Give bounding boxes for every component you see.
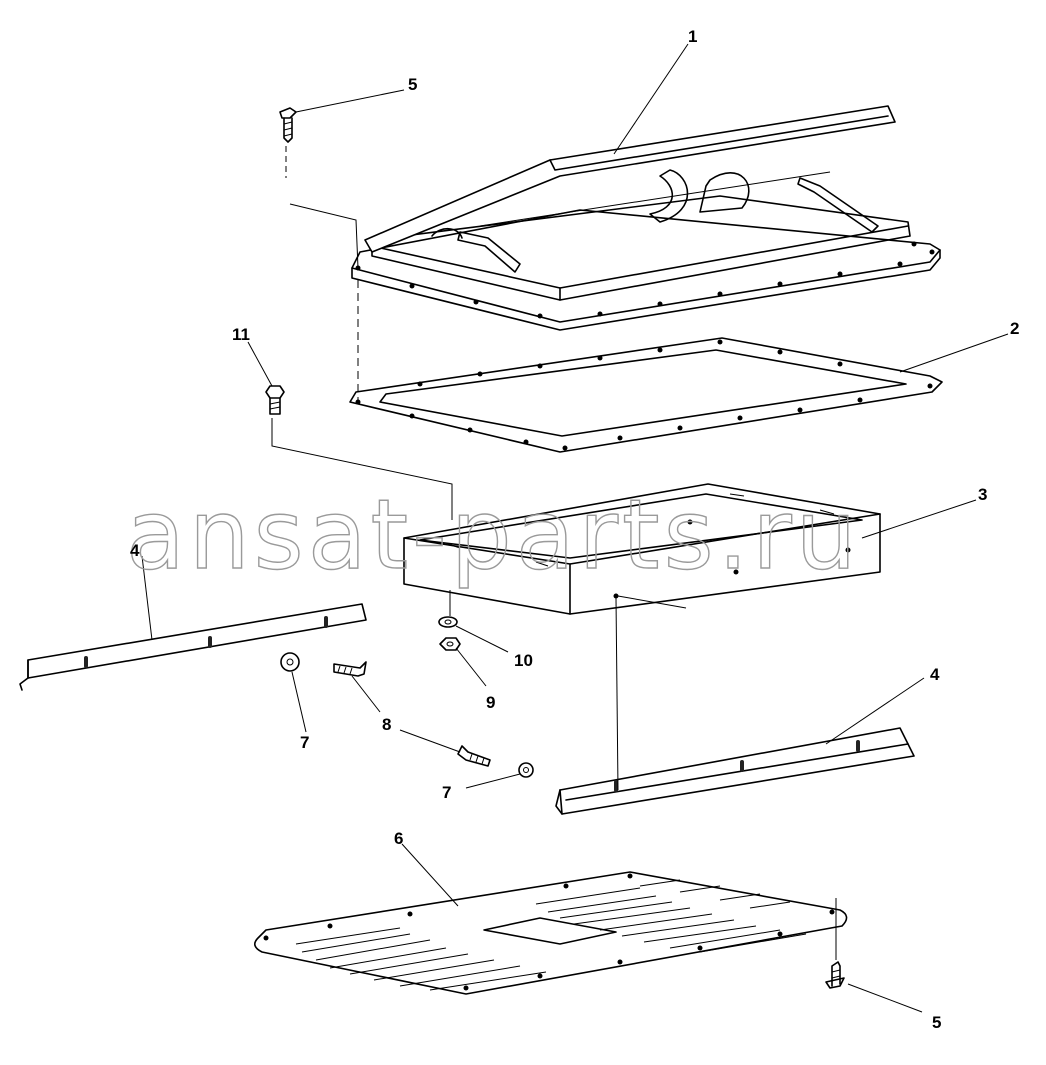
callout-10: 10 xyxy=(514,651,533,670)
part-4-angle-strip-left xyxy=(19,603,367,691)
part-5-screw-bottom xyxy=(825,961,845,989)
callout-7-lower: 7 xyxy=(442,783,451,802)
part-10-washer xyxy=(438,616,458,628)
callout-4-right: 4 xyxy=(930,665,940,684)
callout-4-left: 4 xyxy=(130,541,140,560)
part-2-gasket xyxy=(349,337,943,453)
part-11-bolt xyxy=(265,385,285,415)
callout-labels: 1 5 2 11 3 4 10 4 9 8 7 7 6 5 xyxy=(130,27,1019,1032)
callout-3: 3 xyxy=(978,485,987,504)
assembly-lines xyxy=(271,146,837,960)
part-1-vent-hatch xyxy=(351,105,941,331)
callout-2: 2 xyxy=(1010,319,1019,338)
part-8-screw-upper xyxy=(333,661,367,677)
part-7-washer-upper xyxy=(280,652,300,672)
callout-5-top: 5 xyxy=(408,75,417,94)
callout-1: 1 xyxy=(688,27,697,46)
leader-lines xyxy=(141,43,1009,1013)
callout-9: 9 xyxy=(486,693,495,712)
callout-6: 6 xyxy=(394,829,403,848)
callout-11: 11 xyxy=(232,325,250,344)
callout-5-bottom: 5 xyxy=(932,1013,941,1032)
part-5-screw-top xyxy=(279,107,297,143)
callout-8: 8 xyxy=(382,715,391,734)
part-1-flange-holes xyxy=(355,241,935,319)
louver-slots xyxy=(295,879,807,991)
watermark: ansat-parts.ru xyxy=(126,479,861,591)
part-6-louvered-cover xyxy=(254,871,848,995)
part-7-washer-lower xyxy=(518,762,534,778)
part-8-screw-lower xyxy=(457,745,491,767)
part-4-angle-strip-right xyxy=(555,727,915,815)
part-3-frame-box xyxy=(403,483,881,615)
callout-7-upper: 7 xyxy=(300,733,309,752)
part-9-nut xyxy=(439,637,461,651)
